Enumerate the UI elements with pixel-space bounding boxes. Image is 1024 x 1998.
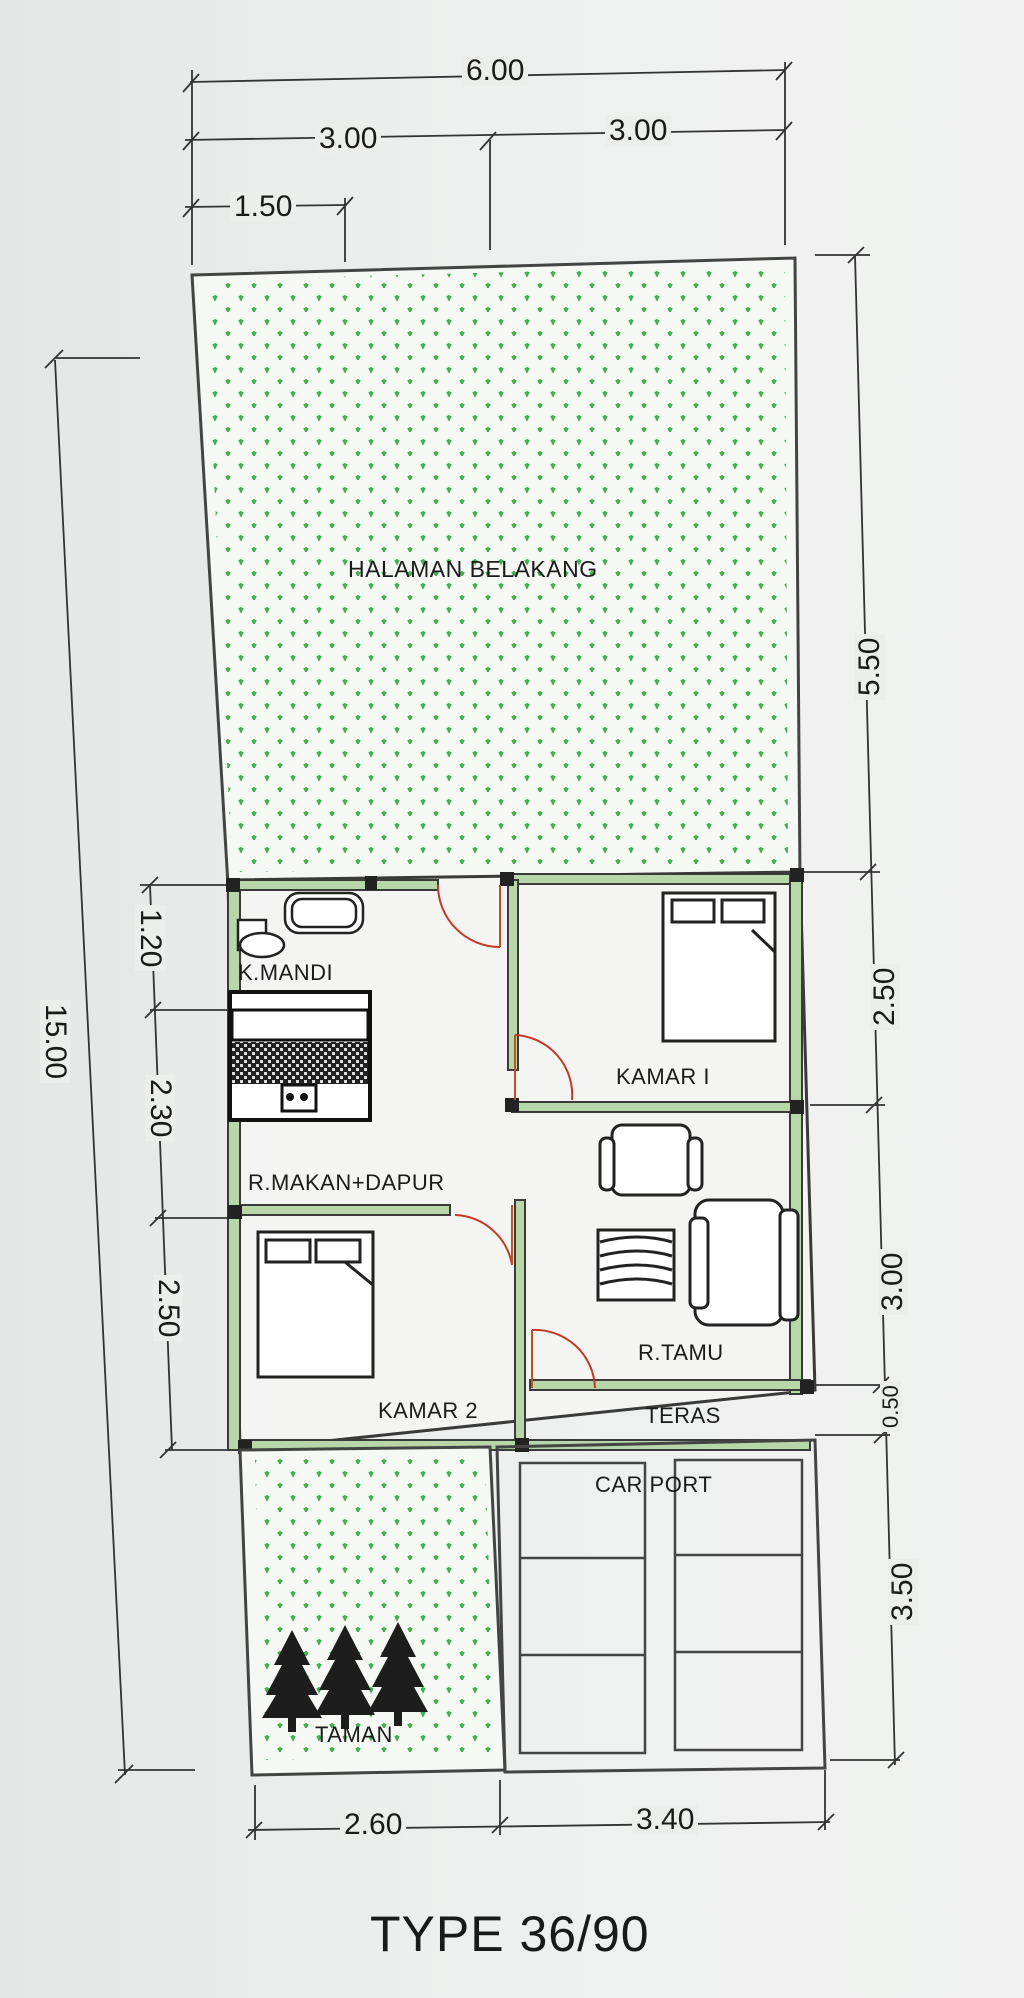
pine-trees [262, 1622, 428, 1732]
backyard-area [190, 256, 802, 887]
right-dimension-lines [800, 246, 905, 1769]
dim-right-teras: 0.50 [878, 1381, 903, 1432]
dim-right-kamar1: 2.50 [868, 963, 901, 1030]
top-dimension-lines [182, 61, 793, 265]
dim-overall-width: 6.00 [462, 56, 529, 86]
label-bathroom: K.MANDI [238, 960, 334, 985]
label-living-room: R.TAMU [638, 1340, 724, 1365]
dim-right-tamu: 3.00 [876, 1248, 909, 1315]
dim-top-right-half: 3.00 [605, 116, 672, 146]
label-backyard: HALAMAN BELAKANG [348, 556, 598, 582]
label-terrace: TERAS [645, 1403, 721, 1428]
dim-top-left-half: 3.00 [315, 124, 382, 154]
label-garden: TAMAN [315, 1722, 393, 1747]
kitchen-counter [228, 990, 372, 1122]
left-dimension-lines [44, 349, 232, 1784]
dim-left-kamar2: 2.50 [152, 1275, 185, 1342]
dim-bottom-left: 2.60 [340, 1810, 407, 1840]
bathroom-fixtures [236, 891, 365, 959]
dim-bottom-right: 3.40 [632, 1805, 699, 1835]
dim-left-kmandi: 1.20 [134, 905, 167, 972]
dim-left-dapur: 2.30 [144, 1075, 177, 1142]
bottom-dimension-lines [245, 1770, 835, 1840]
dim-right-yard: 5.50 [853, 633, 886, 700]
label-dining-kitchen: R.MAKAN+DAPUR [248, 1170, 445, 1195]
bed-kamar-1 [661, 891, 777, 1043]
label-bedroom-1: KAMAR I [616, 1064, 710, 1089]
dim-top-left-quarter: 1.50 [230, 192, 297, 222]
bed-kamar-2 [256, 1230, 375, 1379]
door-arcs [437, 884, 596, 1389]
label-carport: CAR PORT [595, 1472, 713, 1497]
dim-overall-length: 15.00 [39, 1000, 72, 1084]
living-room-furniture [596, 1123, 800, 1327]
plan-title: TYPE 36/90 [370, 1906, 650, 1962]
carport-area [495, 1438, 827, 1774]
label-bedroom-2: KAMAR 2 [378, 1398, 479, 1423]
dim-right-carport: 3.50 [886, 1558, 919, 1625]
